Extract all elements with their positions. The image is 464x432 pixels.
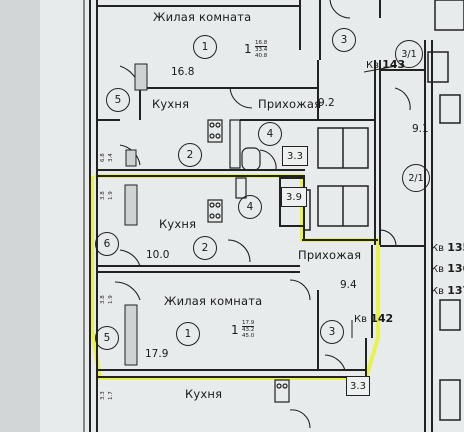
dim-mid-a: 3.8 <box>100 191 106 200</box>
room-name-living-mid: Жилая комната <box>164 294 263 308</box>
room-number-living-top: 1 <box>193 35 217 59</box>
dim-bot-a: 3.3 <box>100 391 106 400</box>
room-number-2-mid: 2 <box>193 236 217 260</box>
dim-top-a: 6.8 <box>100 153 106 162</box>
room-number-3-top: 3 <box>332 28 356 52</box>
room-name-kitchen-bottom: Кухня <box>185 387 223 401</box>
apt-mid-living: 17.9 <box>242 320 255 326</box>
room-number-4-mid: 4 <box>238 195 262 219</box>
apt-top-total-b: 40.8 <box>255 53 268 59</box>
area-right-room: 9.1 <box>412 123 429 135</box>
room-name-hall-top: Прихожая <box>258 97 322 111</box>
area-kitchen-top: 16.8 <box>171 66 195 78</box>
room-number-6-mid: 6 <box>95 232 119 256</box>
area-wc-bottom: 3.3 <box>346 376 370 396</box>
apt-prefix: Кв <box>354 314 367 325</box>
apt-top-area-stack: 16.8 33.4 40.8 <box>255 40 268 59</box>
apartment-label-136: Кв 136 <box>431 262 464 275</box>
area-wc-top: 3.3 <box>282 146 308 166</box>
apt-prefix: Кв <box>366 60 379 71</box>
dim-top-b: 3.4 <box>108 153 114 162</box>
area-living-mid: 17.9 <box>145 348 169 360</box>
room-number-2-1: 2/1 <box>402 164 430 192</box>
apt-mid-area-stack: 17.9 43.2 45.0 <box>242 320 255 339</box>
room-number-5-top: 5 <box>106 88 130 112</box>
room-number-3-1: 3/1 <box>395 40 423 68</box>
area-hall-mid: 9.4 <box>340 279 357 291</box>
room-number-5-mid: 5 <box>95 326 119 350</box>
apt-mid-total-b: 45.0 <box>242 333 255 339</box>
dim-mid-b: 1.9 <box>108 191 114 200</box>
room-name-kitchen-top: Кухня <box>152 97 190 111</box>
apt-mid-room-count: 1 <box>231 323 239 337</box>
apartment-label-135: Кв 135 <box>431 241 464 254</box>
area-wc-mid: 3.9 <box>281 187 307 207</box>
room-number-2-top: 2 <box>178 143 202 167</box>
apt-prefix: Кв <box>431 264 444 275</box>
apt-prefix: Кв <box>431 243 444 254</box>
apartment-label-137: Кв 137 <box>431 284 464 297</box>
apt-top-total-a: 33.4 <box>255 46 268 53</box>
dim-low-b: 1.9 <box>108 295 114 304</box>
apt-top-living: 16.8 <box>255 40 268 46</box>
room-number-1-mid: 1 <box>176 322 200 346</box>
room-name-hall-mid: Прихожая <box>298 248 362 262</box>
room-number-4-top: 4 <box>258 122 282 146</box>
apartment-label-143: Кв 143 <box>366 58 405 71</box>
apt-number-135: 135 <box>447 241 464 254</box>
apt-mid-total-a: 43.2 <box>242 326 255 333</box>
apt-number-142: 142 <box>370 312 394 325</box>
room-name-living-top: Жилая комната <box>153 10 252 24</box>
area-hall-top: 9.2 <box>318 97 335 109</box>
room-name-kitchen-mid: Кухня <box>159 217 197 231</box>
area-kitchen-mid: 10.0 <box>146 249 170 261</box>
dim-low-a: 3.8 <box>100 295 106 304</box>
apartment-label-142: Кв 142 <box>354 312 393 325</box>
apt-top-room-count: 1 <box>244 42 252 56</box>
apt-number-143: 143 <box>382 58 406 71</box>
apt-prefix: Кв <box>431 286 444 297</box>
apt-number-137: 137 <box>447 284 464 297</box>
apt-number-136: 136 <box>447 262 464 275</box>
dim-bot-b: 1.7 <box>108 391 114 400</box>
room-number-3-mid: 3 <box>320 320 344 344</box>
